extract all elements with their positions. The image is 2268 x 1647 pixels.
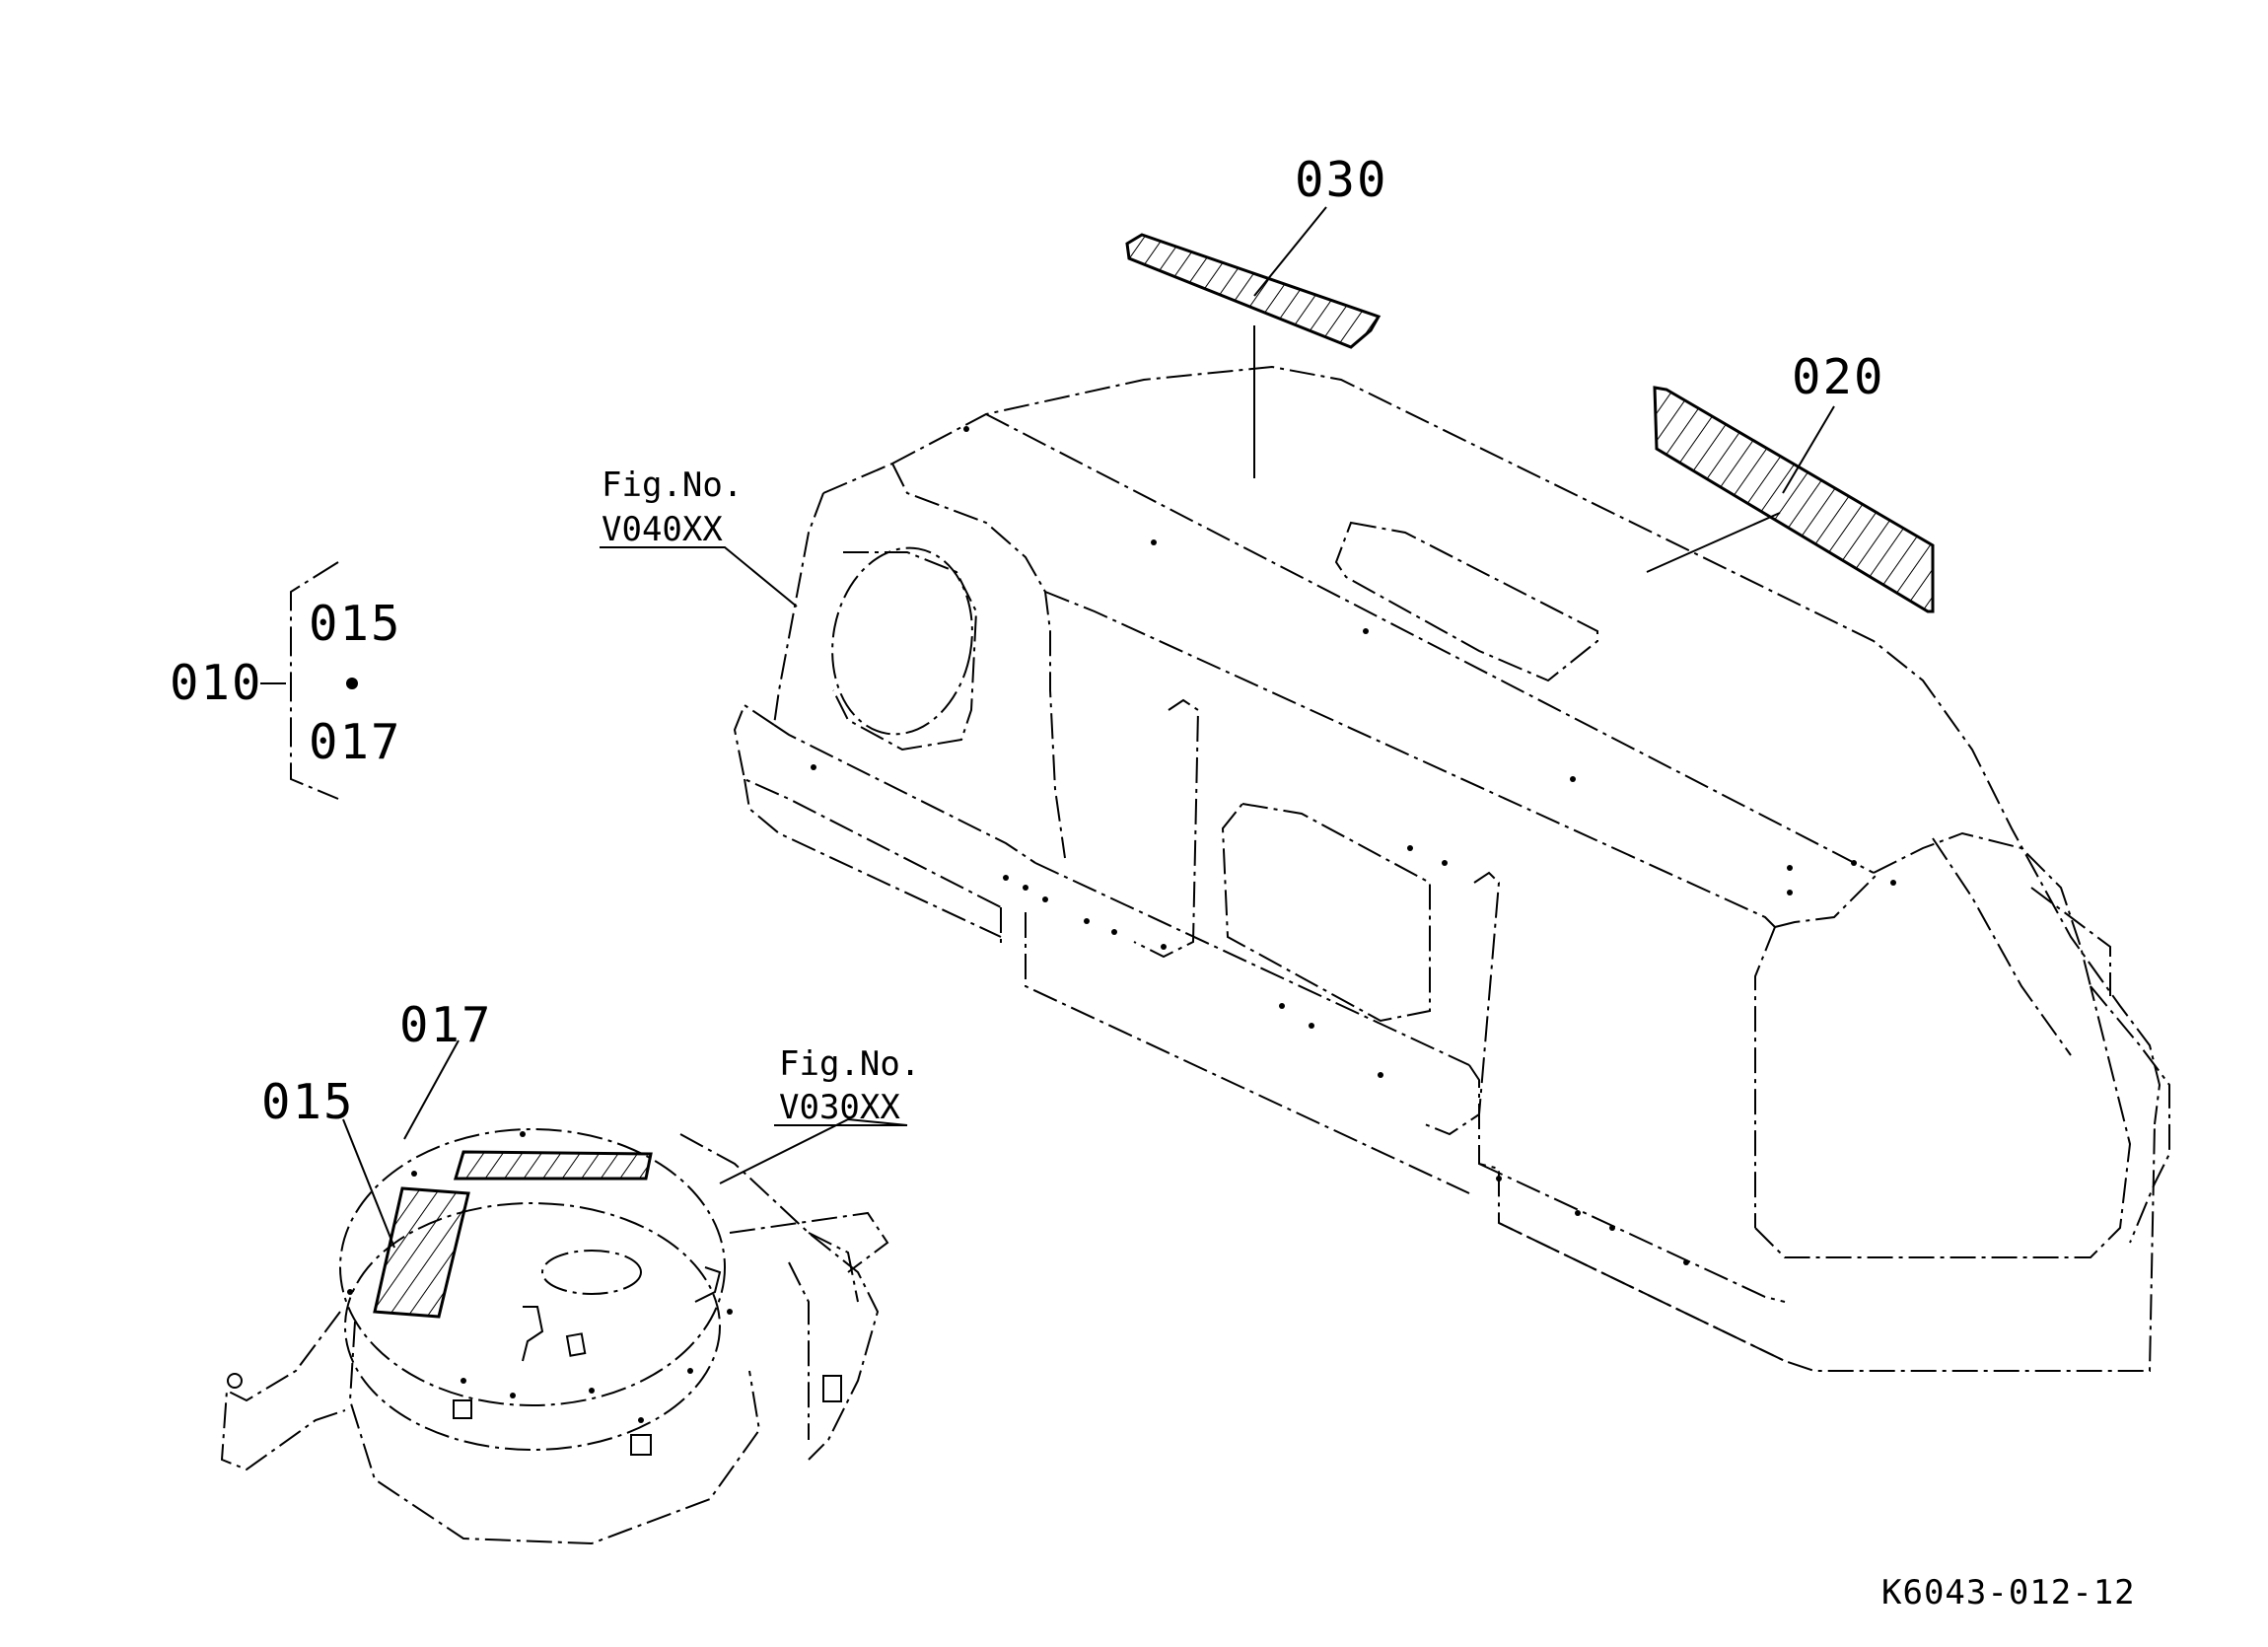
fig-ref-upper-line2: V040XX <box>602 510 723 549</box>
drawing-number: K6043-012-12 <box>1881 1573 2136 1612</box>
callout-020: 020 <box>1792 349 1885 405</box>
callout-017-group: 017 <box>309 714 402 770</box>
leader-lines <box>260 206 1835 1249</box>
shroud-holes <box>347 1131 733 1423</box>
callout-030: 030 <box>1295 152 1388 208</box>
fig-ref-upper-line1: Fig.No. <box>602 465 744 505</box>
engine-cover <box>733 365 2170 1372</box>
callout-010: 010 <box>170 655 263 711</box>
decal-020 <box>1653 386 1935 613</box>
decal-017 <box>453 1150 653 1181</box>
fan-shroud <box>220 1128 889 1545</box>
group-bracket-010 <box>290 561 339 800</box>
decal-030 <box>1125 233 1382 349</box>
callout-015: 015 <box>261 1074 355 1130</box>
shroud-parts <box>227 1266 842 1456</box>
fig-ref-lower-line1: Fig.No. <box>779 1044 921 1084</box>
decal-015 <box>373 1186 470 1319</box>
group-dot <box>346 678 358 689</box>
callout-017: 017 <box>399 997 493 1053</box>
cover-holes <box>811 426 1896 1265</box>
fig-ref-lower-line2: V030XX <box>779 1088 900 1127</box>
callout-015-group: 015 <box>309 596 402 652</box>
